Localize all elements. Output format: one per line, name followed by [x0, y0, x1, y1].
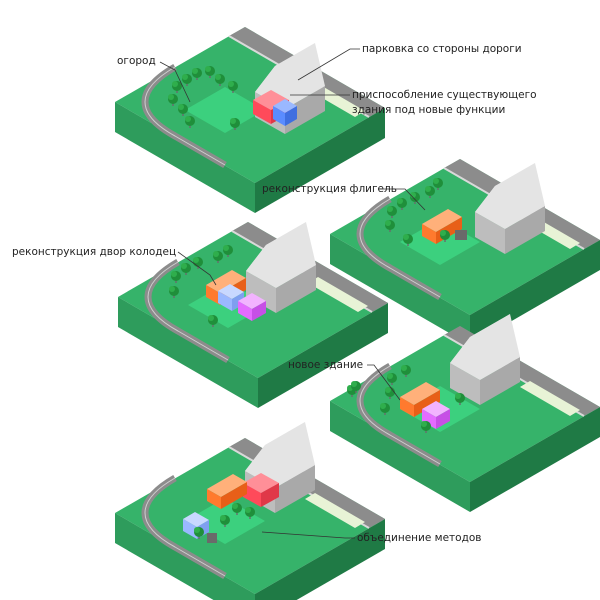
- leader-combination: [261, 531, 355, 539]
- label-parking: парковка со стороны дороги: [362, 43, 522, 55]
- label-adaptation-line2: здания под новые функции: [352, 104, 506, 116]
- label-combination: объединение методов: [357, 532, 482, 544]
- lot-new-building: [330, 314, 600, 512]
- leader-courtyard: [177, 251, 217, 286]
- label-courtyard: реконструкция двор колодец: [12, 246, 177, 258]
- leader-lines: [159, 48, 426, 539]
- leader-garden: [159, 61, 191, 103]
- label-new-building: новое здание: [288, 359, 364, 371]
- lot-wing: [330, 159, 600, 345]
- label-adaptation-line1: приспособление существующего: [352, 89, 537, 101]
- label-garden: огород: [117, 55, 156, 67]
- lot-combination: [115, 422, 385, 600]
- leader-new-building: [367, 364, 401, 401]
- leader-parking: [297, 48, 360, 81]
- leader-wing: [378, 188, 426, 211]
- label-wing: реконструкция флигель: [262, 183, 397, 195]
